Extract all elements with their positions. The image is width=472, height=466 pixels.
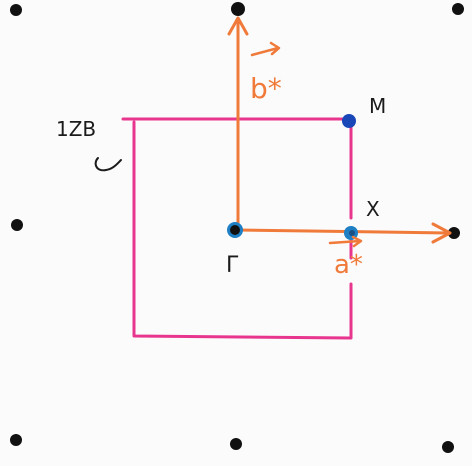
label-1zb: 1ZB <box>56 117 96 141</box>
label-x: X <box>366 197 380 221</box>
vector-a-star <box>236 222 452 244</box>
label-b-star: b* <box>250 72 282 105</box>
lattice-points <box>10 2 464 453</box>
lattice-point-bottom-right <box>442 441 454 453</box>
m-point <box>342 114 356 128</box>
lattice-point-top-right <box>452 3 464 15</box>
lattice-point-bottom-center <box>230 438 242 450</box>
a-star-overarrow-icon <box>328 235 363 248</box>
label-a-star: a* <box>334 250 363 280</box>
lattice-point-top-left <box>10 4 22 16</box>
lattice-point-middle-right <box>448 227 460 239</box>
label-gamma: Γ <box>226 253 239 278</box>
lattice-point-top-center <box>231 2 245 16</box>
lattice-point-middle-left <box>11 219 23 231</box>
curved-arrow-icon <box>94 157 122 172</box>
gamma-point <box>227 222 243 238</box>
b-star-overarrow-icon <box>250 41 281 57</box>
lattice-point-bottom-left <box>10 434 22 446</box>
vector-b-star <box>227 16 249 230</box>
label-m: M <box>369 94 386 118</box>
